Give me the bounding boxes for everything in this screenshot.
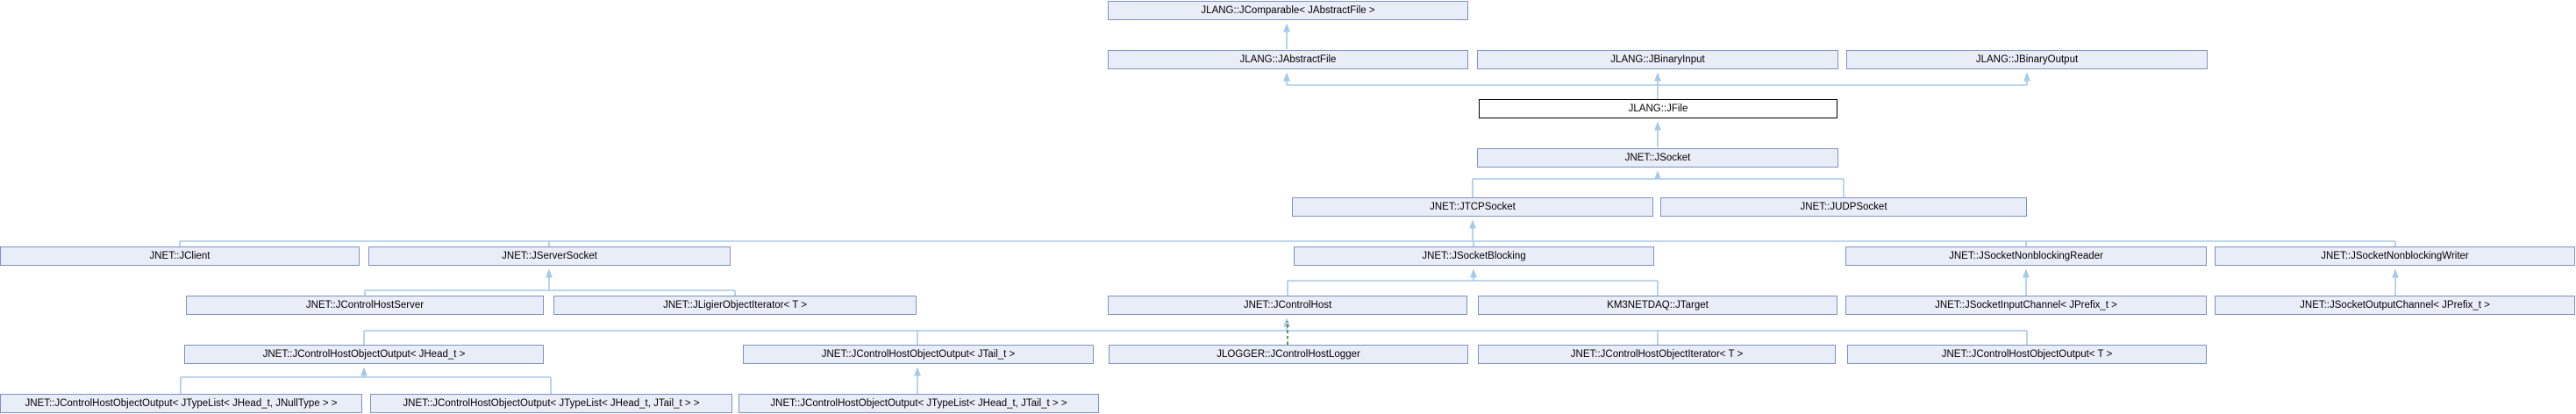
class-node-jtarget[interactable]: KM3NETDAQ::JTarget [1478, 296, 1837, 315]
class-node-jchobjectoutput-typelist-tail2[interactable]: JNET::JControlHostObjectOutput< JTypeLis… [739, 394, 1099, 413]
class-node-jcomparable[interactable]: JLANG::JComparable< JAbstractFile > [1108, 1, 1468, 20]
class-node-jcontrolhost[interactable]: JNET::JControlHost [1108, 296, 1467, 315]
class-node-jligierobjectiterator[interactable]: JNET::JLigierObjectIterator< T > [553, 296, 917, 315]
class-node-jsocketnonblockingwriter[interactable]: JNET::JSocketNonblockingWriter [2215, 246, 2575, 266]
class-node-jchobjectoutput-typelist-tail1[interactable]: JNET::JControlHostObjectOutput< JTypeLis… [370, 394, 732, 413]
class-node-jserversocket[interactable]: JNET::JServerSocket [368, 246, 731, 266]
class-node-jchobjectoutput-t[interactable]: JNET::JControlHostObjectOutput< T > [1847, 345, 2207, 364]
class-node-jsocketblocking[interactable]: JNET::JSocketBlocking [1294, 246, 1654, 266]
class-node-judpsocket[interactable]: JNET::JUDPSocket [1660, 197, 2027, 217]
class-node-jabstractfile[interactable]: JLANG::JAbstractFile [1108, 50, 1468, 69]
class-node-jtcpsocket[interactable]: JNET::JTCPSocket [1292, 197, 1653, 217]
class-node-jchobjectoutput-jhead[interactable]: JNET::JControlHostObjectOutput< JHead_t … [184, 345, 544, 364]
class-node-jchobjectoutput-jtail[interactable]: JNET::JControlHostObjectOutput< JTail_t … [743, 345, 1094, 364]
class-node-jsocket[interactable]: JNET::JSocket [1477, 148, 1838, 168]
class-node-jsocketoutputchannel[interactable]: JNET::JSocketOutputChannel< JPrefix_t > [2215, 296, 2575, 315]
class-node-jsocketnonblockingreader[interactable]: JNET::JSocketNonblockingReader [1845, 246, 2207, 266]
class-node-jclient[interactable]: JNET::JClient [0, 246, 360, 266]
class-node-jchobjectoutput-typelist-null[interactable]: JNET::JControlHostObjectOutput< JTypeLis… [0, 394, 362, 413]
class-node-jcontrolhostlogger[interactable]: JLOGGER::JControlHostLogger [1109, 345, 1468, 364]
class-node-jsocketinputchannel[interactable]: JNET::JSocketInputChannel< JPrefix_t > [1845, 296, 2207, 315]
class-node-jbinaryinput[interactable]: JLANG::JBinaryInput [1477, 50, 1838, 69]
class-node-jchobjectiterator-t[interactable]: JNET::JControlHostObjectIterator< T > [1478, 345, 1836, 364]
class-node-jcontrolhostserver[interactable]: JNET::JControlHostServer [186, 296, 544, 315]
class-node-jbinaryoutput[interactable]: JLANG::JBinaryOutput [1846, 50, 2208, 69]
class-node-jfile: JLANG::JFile [1479, 99, 1837, 118]
